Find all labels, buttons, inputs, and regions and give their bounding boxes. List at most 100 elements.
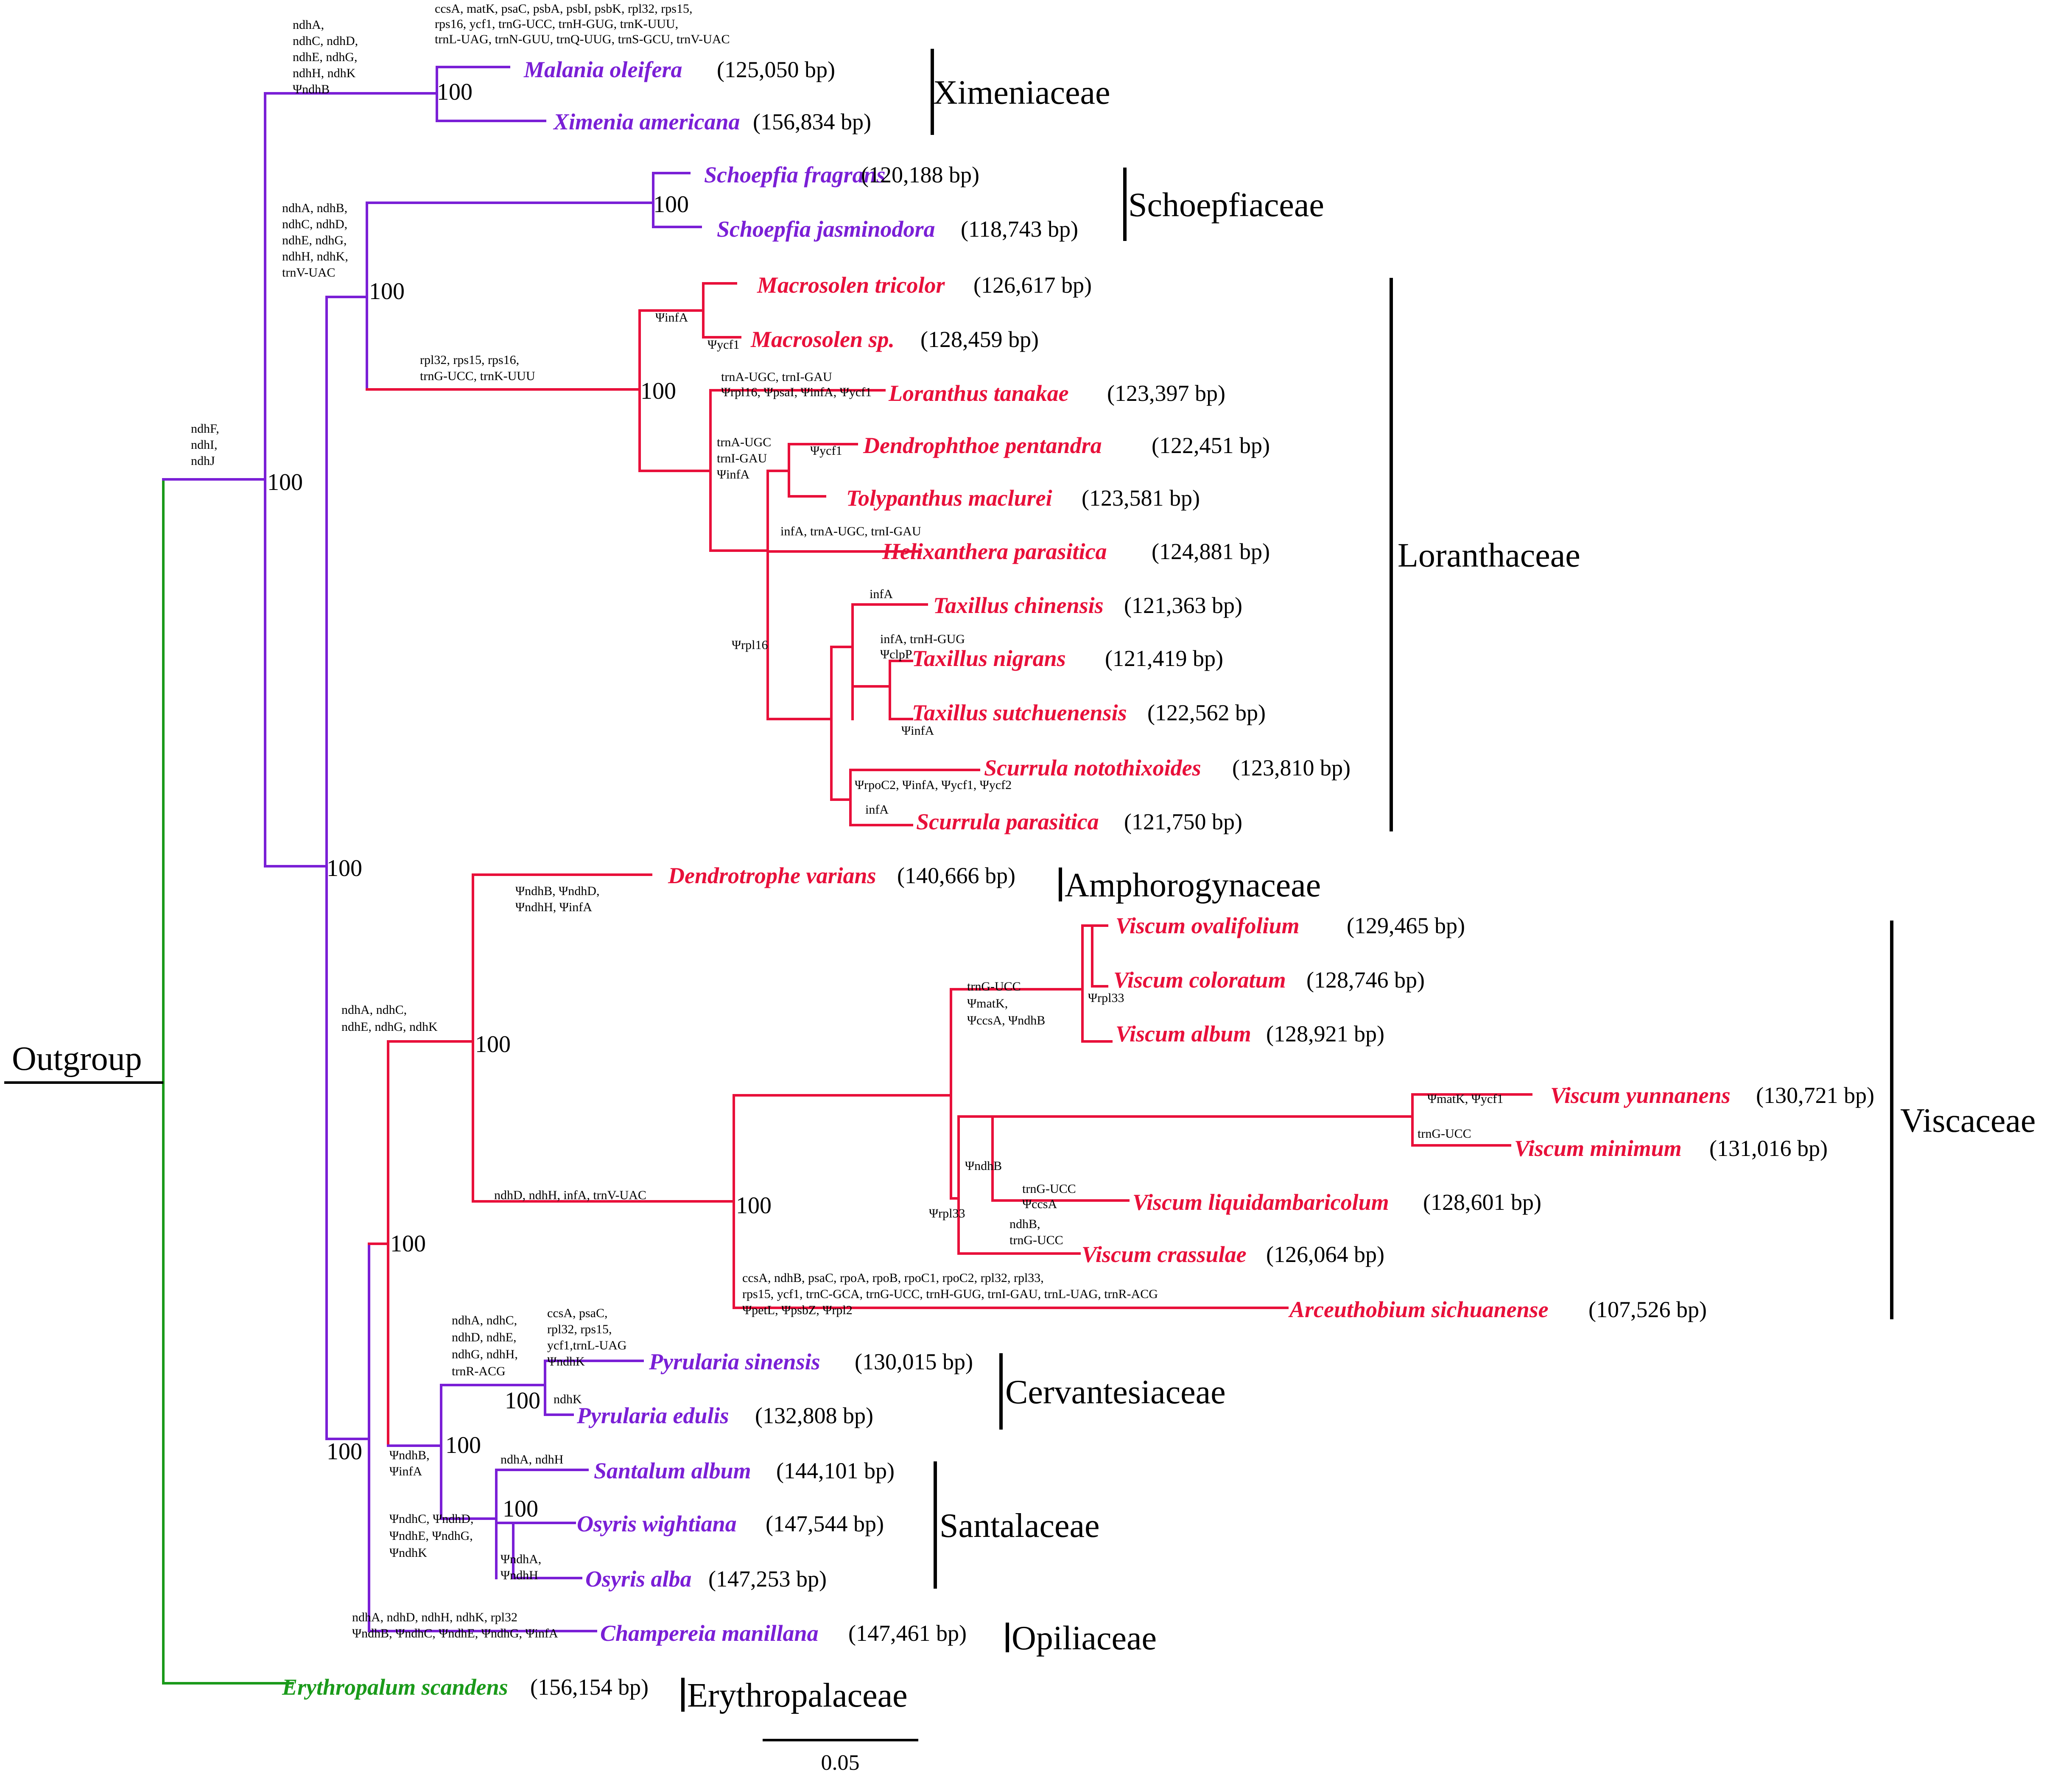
annotation-line: trnL-UAG, trnN-GUU, trnQ-UUG, trnS-GCU, …: [435, 32, 730, 46]
genome-size: (123,810 bp): [1232, 755, 1351, 781]
annotation-line: ΨndhE, ΨndhG,: [389, 1529, 473, 1543]
branch-annotation: ΨinfA: [655, 311, 688, 325]
annotation-line: trnI-GAU: [717, 451, 767, 465]
annotation-line: ycf1,trnL-UAG: [547, 1338, 626, 1352]
annotation-line: ΨndhK: [547, 1354, 585, 1368]
bootstrap-value: 100: [475, 1031, 511, 1058]
family-label: Erythropalaceae: [687, 1677, 908, 1714]
bootstrap-value: 100: [503, 1496, 538, 1522]
annotation-line: ΨinfA: [655, 311, 688, 325]
annotation-line: ΨndhB,: [389, 1448, 430, 1462]
annotation-line: ΨndhB: [965, 1159, 1002, 1173]
taxon-name: Erythropalum scandens: [282, 1674, 508, 1700]
annotation-line: ΨndhK: [389, 1546, 427, 1560]
bootstrap-value: 100: [390, 1231, 426, 1257]
genome-size: (128,459 bp): [920, 327, 1039, 352]
annotation-line: ndhC, ndhD,: [293, 34, 358, 48]
annotation-line: ccsA, matK, psaC, psbA, psbI, psbK, rpl3…: [435, 2, 692, 16]
annotation-line: trnG-UCC: [1009, 1233, 1063, 1247]
bootstrap-value: 100: [327, 855, 362, 882]
annotation-line: ndhD, ndhE,: [452, 1330, 517, 1344]
genome-size: (126,617 bp): [973, 272, 1092, 298]
annotation-line: ΨinfA: [389, 1464, 422, 1478]
branch-annotation: ndhA, ndhB,ndhC, ndhD,ndhE, ndhG,ndhH, n…: [282, 201, 348, 280]
branch-annotation: Ψycf1: [707, 338, 739, 352]
annotation-line: trnG-UCC: [1022, 1182, 1076, 1196]
genome-size: (107,526 bp): [1588, 1297, 1707, 1322]
annotation-line: rps16, ycf1, trnG-UCC, trnH-GUG, trnK-UU…: [435, 17, 678, 31]
annotation-line: ndhK: [554, 1392, 582, 1406]
annotation-line: ΨmatK,: [967, 996, 1008, 1010]
family-label: Loranthaceae: [1398, 537, 1580, 574]
annotation-line: ΨinfA: [717, 467, 749, 481]
genome-size: (144,101 bp): [776, 1458, 895, 1483]
taxon-name: Loranthus tanakae: [888, 381, 1069, 406]
annotation-line: trnG-UCC: [967, 979, 1021, 993]
genome-size: (125,050 bp): [717, 57, 835, 82]
bootstrap-value: 100: [327, 1438, 362, 1465]
branch-annotation: infA: [870, 587, 893, 601]
genome-size: (124,881 bp): [1152, 539, 1270, 564]
branch-annotation: infA: [865, 803, 889, 817]
annotation-line: ΨmatK, Ψycf1: [1427, 1092, 1503, 1106]
taxon-name: Osyris alba: [585, 1566, 692, 1592]
taxon-name: Tolypanthus maclurei: [846, 485, 1052, 511]
annotation-line: Ψycf1: [810, 444, 842, 458]
branch-annotation: ΨrpoC2, ΨinfA, Ψycf1, Ψycf2: [855, 778, 1012, 792]
annotation-line: ndhJ: [191, 454, 215, 468]
scale-bar-label: 0.05: [821, 1751, 860, 1775]
branch-annotation: ndhF,ndhI,ndhJ: [191, 422, 219, 468]
taxon-name: Viscum liquidambaricolum: [1132, 1189, 1389, 1215]
annotation-line: ndhE, ndhG,: [293, 50, 358, 64]
genome-size: (147,544 bp): [766, 1511, 884, 1536]
annotation-line: ΨndhH, ΨinfA: [515, 900, 592, 914]
family-label: Cervantesiaceae: [1005, 1374, 1226, 1411]
annotation-line: infA, trnA-UGC, trnI-GAU: [780, 524, 921, 538]
branch-annotation: Ψrpl16: [732, 638, 768, 652]
bootstrap-value: 100: [653, 191, 689, 218]
bootstrap-value: 100: [369, 278, 405, 305]
taxon-name: Arceuthobium sichuanense: [1288, 1297, 1549, 1322]
branch-annotation: ΨndhB: [965, 1159, 1002, 1173]
annotation-line: ndhE, ndhG, ndhK: [341, 1020, 438, 1034]
taxon-name: Taxillus nigrans: [912, 646, 1066, 671]
annotation-line: ccsA, psaC,: [547, 1306, 607, 1320]
annotation-line: rpl32, rps15,: [547, 1322, 612, 1336]
genome-size: (123,397 bp): [1107, 381, 1225, 406]
taxon-name: Viscum album: [1116, 1021, 1251, 1047]
taxon-name: Helixanthera parasitica: [882, 539, 1107, 564]
annotation-line: ΨndhB: [293, 82, 330, 96]
annotation-line: Ψrpl33: [1088, 991, 1124, 1005]
genome-size: (128,746 bp): [1306, 967, 1425, 993]
taxon-name: Dendrotrophe varians: [668, 863, 876, 888]
annotation-line: ΨpetL, ΨpsbZ, Ψrpl2: [742, 1303, 853, 1317]
annotation-line: ΨndhA,: [501, 1552, 541, 1566]
genome-size: (140,666 bp): [897, 863, 1015, 888]
annotation-line: trnV-UAC: [282, 266, 336, 280]
family-label: Opiliaceae: [1012, 1620, 1157, 1657]
genome-size: (122,562 bp): [1147, 700, 1266, 725]
genome-size: (118,743 bp): [961, 216, 1078, 242]
family-labels: XimeniaceaeSchoepfiaceaeLoranthaceaeAmph…: [681, 49, 2036, 1714]
annotation-line: ΨccsA, ΨndhB: [967, 1013, 1045, 1027]
genome-size: (121,419 bp): [1105, 646, 1223, 671]
taxon-labels: Malania oleifera(125,050 bp)Ximenia amer…: [282, 57, 1874, 1700]
annotation-line: rps15, ycf1, trnC-GCA, trnG-UCC, trnH-GU…: [742, 1287, 1158, 1301]
annotation-line: Ψrpl16, ΨpsaI, ΨinfA, Ψycf1: [721, 385, 872, 399]
annotation-line: ΨndhB, ΨndhD,: [515, 884, 599, 898]
branch-annotation: trnG-UCC ΨmatK, ΨccsA, ΨndhB: [967, 979, 1045, 1027]
annotation-line: Ψrpl16: [732, 638, 768, 652]
genome-size: (128,921 bp): [1266, 1021, 1384, 1047]
taxon-name: Viscum coloratum: [1113, 967, 1286, 993]
branch-annotation: trnG-UCC: [1418, 1127, 1471, 1141]
annotation-line: ndhF,: [191, 422, 219, 436]
branch-annotation: rpl32, rps15, rps16,trnG-UCC, trnK-UUU: [420, 353, 535, 383]
branch-annotation: ΨmatK, Ψycf1: [1427, 1092, 1503, 1106]
annotation-line: ΨccsA: [1022, 1197, 1057, 1211]
annotation-line: ndhD, ndhH, infA, trnV-UAC: [494, 1188, 646, 1202]
annotation-line: ΨclpP: [880, 647, 912, 661]
branch-annotation: ndhA, ndhC,ndhE, ndhG, ndhK: [341, 1003, 438, 1034]
outgroup-label: Outgroup: [12, 1040, 142, 1077]
